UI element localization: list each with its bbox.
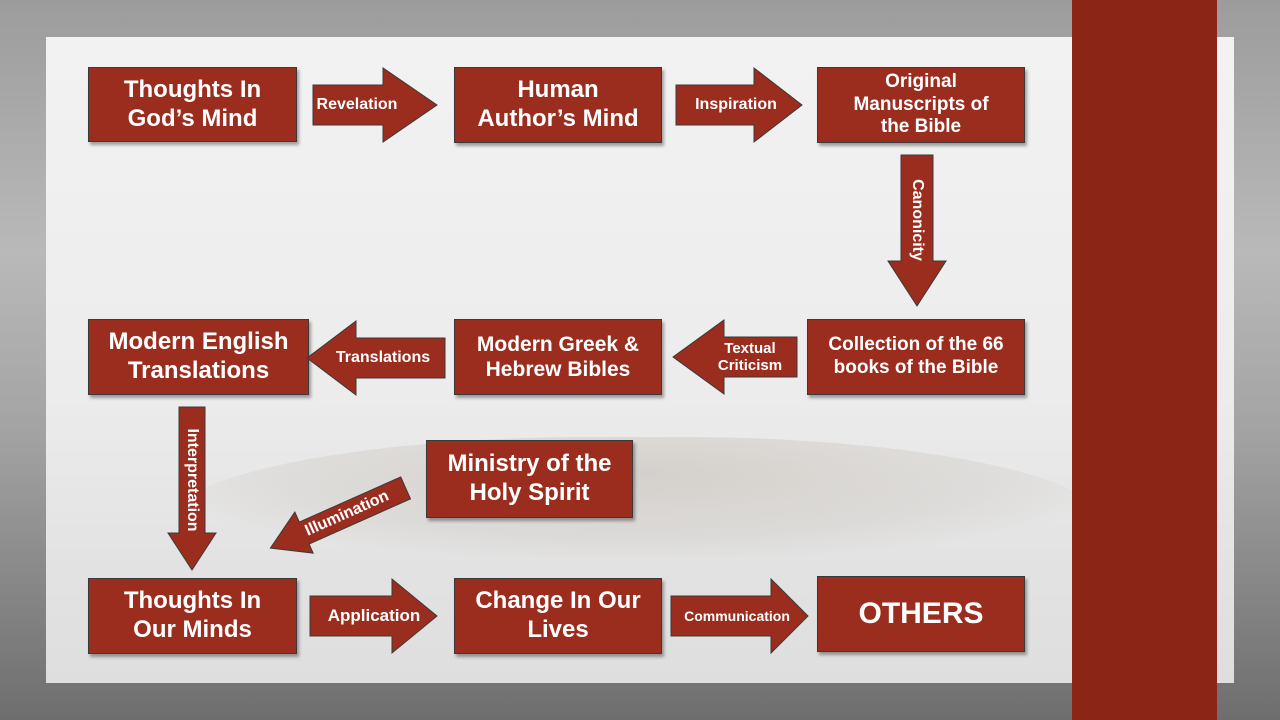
arrow-right-shape — [670, 577, 809, 655]
arrow-down-shape — [887, 154, 947, 307]
arrow-left-shape — [306, 319, 446, 397]
arrow-translations: Translations — [306, 319, 446, 397]
node-others: OTHERS — [817, 576, 1025, 652]
label-inspiration: Inspiration — [695, 95, 777, 113]
node-thoughts-in-gods-mind: Thoughts In God’s Mind — [88, 67, 297, 142]
arrow-left-shape — [269, 476, 412, 554]
label-revelation: Revelation — [316, 95, 398, 113]
arrow-canonicity: Canonicity — [887, 154, 947, 307]
arrow-left-shape — [672, 319, 798, 395]
label-textual-criticism: Textual Criticism — [717, 339, 783, 374]
node-modern-english-translations: Modern English Translations — [88, 319, 309, 395]
arrow-inspiration: Inspiration — [675, 66, 803, 144]
node-change-in-our-lives: Change In Our Lives — [454, 578, 662, 654]
node-collection-of-66-books: Collection of the 66 books of the Bible — [807, 319, 1025, 395]
label-canonicity: Canonicity — [909, 179, 927, 261]
arrow-revelation: Revelation — [312, 67, 438, 143]
arrow-interpretation: Interpretation — [167, 406, 217, 571]
node-thoughts-in-our-minds: Thoughts In Our Minds — [88, 578, 297, 654]
arrow-textual-criticism: Textual Criticism — [672, 319, 798, 395]
arrow-right-shape — [309, 577, 438, 655]
label-communication: Communication — [684, 607, 790, 624]
node-modern-greek-hebrew-bibles: Modern Greek & Hebrew Bibles — [454, 319, 662, 395]
arrow-application: Application — [309, 577, 438, 655]
node-ministry-of-holy-spirit: Ministry of the Holy Spirit — [426, 440, 633, 518]
arrow-down-shape — [167, 406, 217, 571]
label-interpretation: Interpretation — [184, 428, 202, 532]
label-application: Application — [327, 606, 421, 626]
arrow-right-shape — [675, 66, 803, 144]
arrow-communication: Communication — [670, 577, 809, 655]
node-human-authors-mind: Human Author’s Mind — [454, 67, 662, 143]
node-original-manuscripts: Original Manuscripts of the Bible — [817, 67, 1025, 143]
label-translations: Translations — [335, 348, 431, 366]
arrow-right-shape — [312, 67, 438, 143]
accent-stripe — [1072, 0, 1217, 720]
